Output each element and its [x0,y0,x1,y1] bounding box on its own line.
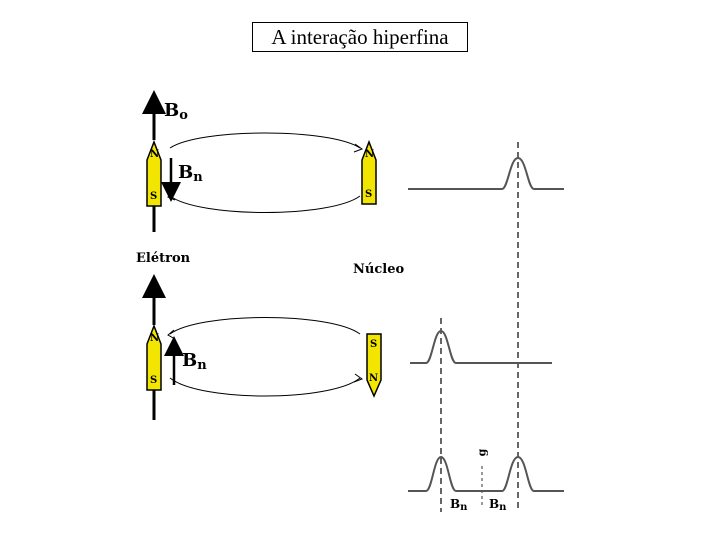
dipole-field-loop-top [169,132,361,149]
bn-label-top-main: B [178,162,194,183]
bn-label-bottom-main: B [182,350,198,371]
b0-label-main: B [164,100,180,121]
electron-magnet-top [146,139,162,207]
magnet-top-nucleus-s: S [365,189,373,200]
slide-title: A interação hiperfina [252,22,468,52]
dipole-field-loop-bottom-2 [169,377,361,397]
magnet-bottom-electron-s: S [150,375,158,386]
b0-label: Bo [164,100,188,123]
magnet-bottom-nucleus-n: N [369,373,379,384]
magnet-bottom-electron-n: N [150,333,160,344]
g-label: g [475,448,489,457]
magnet-top-electron-n: N [150,149,160,160]
electron-magnet-bottom [146,323,162,391]
nucleus-magnet-top [361,139,377,205]
b0-label-sub: o [179,108,188,123]
spectrum-bn-left: Bn [450,497,468,513]
spectrum-top [408,156,564,190]
bn-label-bottom-sub: n [197,358,207,373]
spectrum-bn-left-sub: n [460,502,468,513]
spectrum-bn-left-main: B [450,497,461,511]
magnet-top-nucleus-n: N [365,149,375,160]
bn-label-top: Bn [178,162,203,185]
dipole-field-loop-top-2 [169,317,361,335]
dipole-field-loop-bottom [169,195,361,213]
bn-label-bottom: Bn [182,350,207,373]
spectrum-bn-right-main: B [489,497,500,511]
electron-label: Elétron [136,251,191,266]
magnet-bottom-nucleus-s: S [370,339,378,350]
spectrum-bn-right-sub: n [499,502,507,513]
magnet-top-electron-s: S [150,191,158,202]
spectrum-bottom [408,455,564,492]
nucleus-magnet-bottom [366,333,382,398]
bn-label-top-sub: n [193,170,203,185]
spectrum-bn-right: Bn [489,497,507,513]
spectrum-middle [410,329,552,364]
nucleus-label: Núcleo [353,262,405,277]
